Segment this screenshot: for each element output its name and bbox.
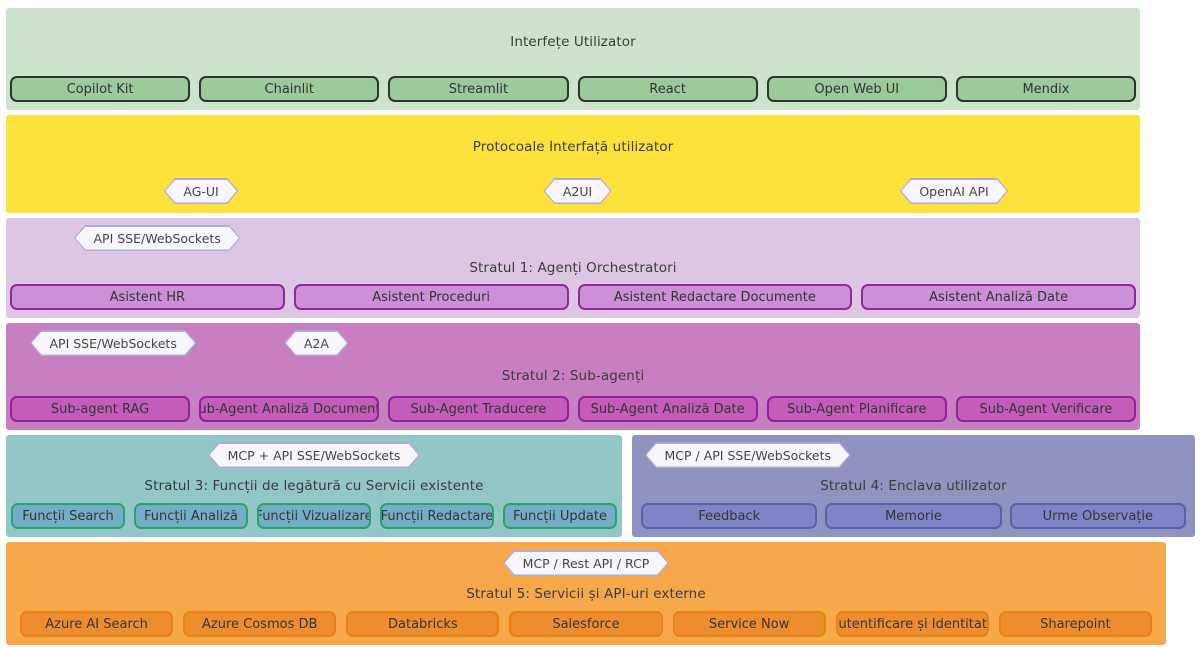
chip-memorie: Memorie (825, 503, 1002, 529)
chip-salesforce: Salesforce (509, 611, 663, 637)
chip-functii-redactare: Funcții Redactare (380, 503, 494, 529)
chip-copilot-kit: Copilot Kit (10, 76, 191, 102)
layer4-badge-row: MCP / API SSE/WebSockets (632, 442, 1195, 468)
band-layer2-title: Stratul 2: Sub-agenți (501, 368, 645, 384)
chip-functii-analiza: Funcții Analiză (134, 503, 248, 529)
layer1-badge-row: API SSE/WebSockets (6, 225, 1140, 251)
band-layer4-title: Stratul 4: Enclava utilizator (820, 477, 1007, 494)
chip-asistent-redactare-documente: Asistent Redactare Documente (577, 284, 853, 310)
protocol-badge-row: AG-UI A2UI OpenAI API (6, 178, 1140, 204)
badge-openai-api: OpenAI API (900, 178, 1008, 204)
chip-service-now: Service Now (672, 611, 826, 637)
chip-mendix: Mendix (955, 76, 1137, 102)
chip-azure-ai-search: Azure AI Search (20, 611, 174, 637)
layer5-badge-row: MCP / Rest API / RCP (6, 550, 1166, 576)
chip-streamlit: Streamlit (388, 76, 569, 102)
badge-mcp-api-sse-websockets: MCP + API SSE/WebSockets (208, 442, 420, 468)
band-layer1-title: Stratul 1: Agenți Orchestratori (469, 259, 677, 276)
badge-api-sse-websockets: API SSE/WebSockets (30, 330, 196, 356)
chip-subagent-analiza-documente: Sub-Agent Analiză Documente (199, 396, 380, 422)
chip-functii-update: Funcții Update (503, 503, 617, 529)
badge-a2a: A2A (284, 330, 348, 356)
band-ui-protocols: Protocoale Interfață utilizator AG-UI A2… (6, 115, 1140, 213)
badge-ag-ui: AG-UI (164, 178, 238, 204)
chip-asistent-hr: Asistent HR (10, 284, 285, 310)
layer2-badge-row: API SSE/WebSockets A2A (6, 330, 1140, 356)
band-layer4-user-enclave: MCP / API SSE/WebSockets Stratul 4: Encl… (632, 435, 1195, 537)
chip-functii-search: Funcții Search (11, 503, 125, 529)
band-layer5-external-services: MCP / Rest API / RCP Stratul 5: Servicii… (6, 542, 1166, 645)
badge-mcp-api-sse-websockets: MCP / API SSE/WebSockets (645, 442, 851, 468)
layer3-chip-row: Funcții Search Funcții Analiză Funcții V… (6, 503, 622, 529)
chip-chainlit: Chainlit (199, 76, 380, 102)
chip-subagent-traducere: Sub-Agent Traducere (388, 396, 569, 422)
chip-subagent-analiza-date: Sub-Agent Analiză Date (577, 396, 758, 422)
chip-asistent-analiza-date: Asistent Analiză Date (861, 284, 1136, 310)
badge-api-sse-websockets: API SSE/WebSockets (74, 225, 240, 251)
layer3-badge-row: MCP + API SSE/WebSockets (6, 442, 622, 468)
chip-react: React (577, 76, 758, 102)
user-interface-chip-row: Copilot Kit Chainlit Streamlit React Ope… (6, 76, 1140, 102)
badge-a2ui: A2UI (543, 178, 611, 204)
band-layer3-title: Stratul 3: Funcții de legătură cu Servic… (144, 477, 484, 494)
middle-band-row: MCP + API SSE/WebSockets Stratul 3: Func… (6, 435, 1200, 537)
chip-sharepoint: Sharepoint (998, 611, 1152, 637)
chip-subagent-rag: Sub-agent RAG (10, 396, 191, 422)
chip-subagent-verificare: Sub-Agent Verificare (955, 396, 1137, 422)
chip-databricks: Databricks (346, 611, 500, 637)
chip-asistent-proceduri: Asistent Proceduri (293, 284, 569, 310)
chip-open-web-ui: Open Web UI (766, 76, 947, 102)
badge-mcp-rest-api-rcp: MCP / Rest API / RCP (503, 550, 669, 576)
chip-azure-cosmos-db: Azure Cosmos DB (183, 611, 337, 637)
band-ui-protocols-title: Protocoale Interfață utilizator (472, 138, 674, 155)
chip-feedback: Feedback (641, 503, 818, 529)
band-layer1-orchestrators: API SSE/WebSockets Stratul 1: Agenți Orc… (6, 218, 1140, 318)
layer4-chip-row: Feedback Memorie Urme Observație (632, 503, 1195, 529)
band-user-interfaces-title: Interfețe Utilizator (510, 34, 636, 50)
chip-urme-observatie: Urme Observație (1009, 503, 1186, 529)
layer5-chip-row: Azure AI Search Azure Cosmos DB Databric… (6, 611, 1166, 637)
band-user-interfaces: Interfețe Utilizator Copilot Kit Chainli… (6, 8, 1140, 110)
band-layer2-subagents: API SSE/WebSockets A2A Stratul 2: Sub-ag… (6, 323, 1140, 430)
layer1-chip-row: Asistent HR Asistent Proceduri Asistent … (6, 284, 1140, 310)
band-layer5-title: Stratul 5: Servicii și API-uri externe (466, 585, 706, 602)
chip-functii-vizualizare: Funcții Vizualizare (257, 503, 371, 529)
band-layer3-functions: MCP + API SSE/WebSockets Stratul 3: Func… (6, 435, 622, 537)
chip-autentificare-identitate: Autentificare și Identitate (835, 611, 989, 637)
chip-subagent-planificare: Sub-Agent Planificare (766, 396, 947, 422)
layer2-chip-row: Sub-agent RAG Sub-Agent Analiză Document… (6, 396, 1140, 422)
